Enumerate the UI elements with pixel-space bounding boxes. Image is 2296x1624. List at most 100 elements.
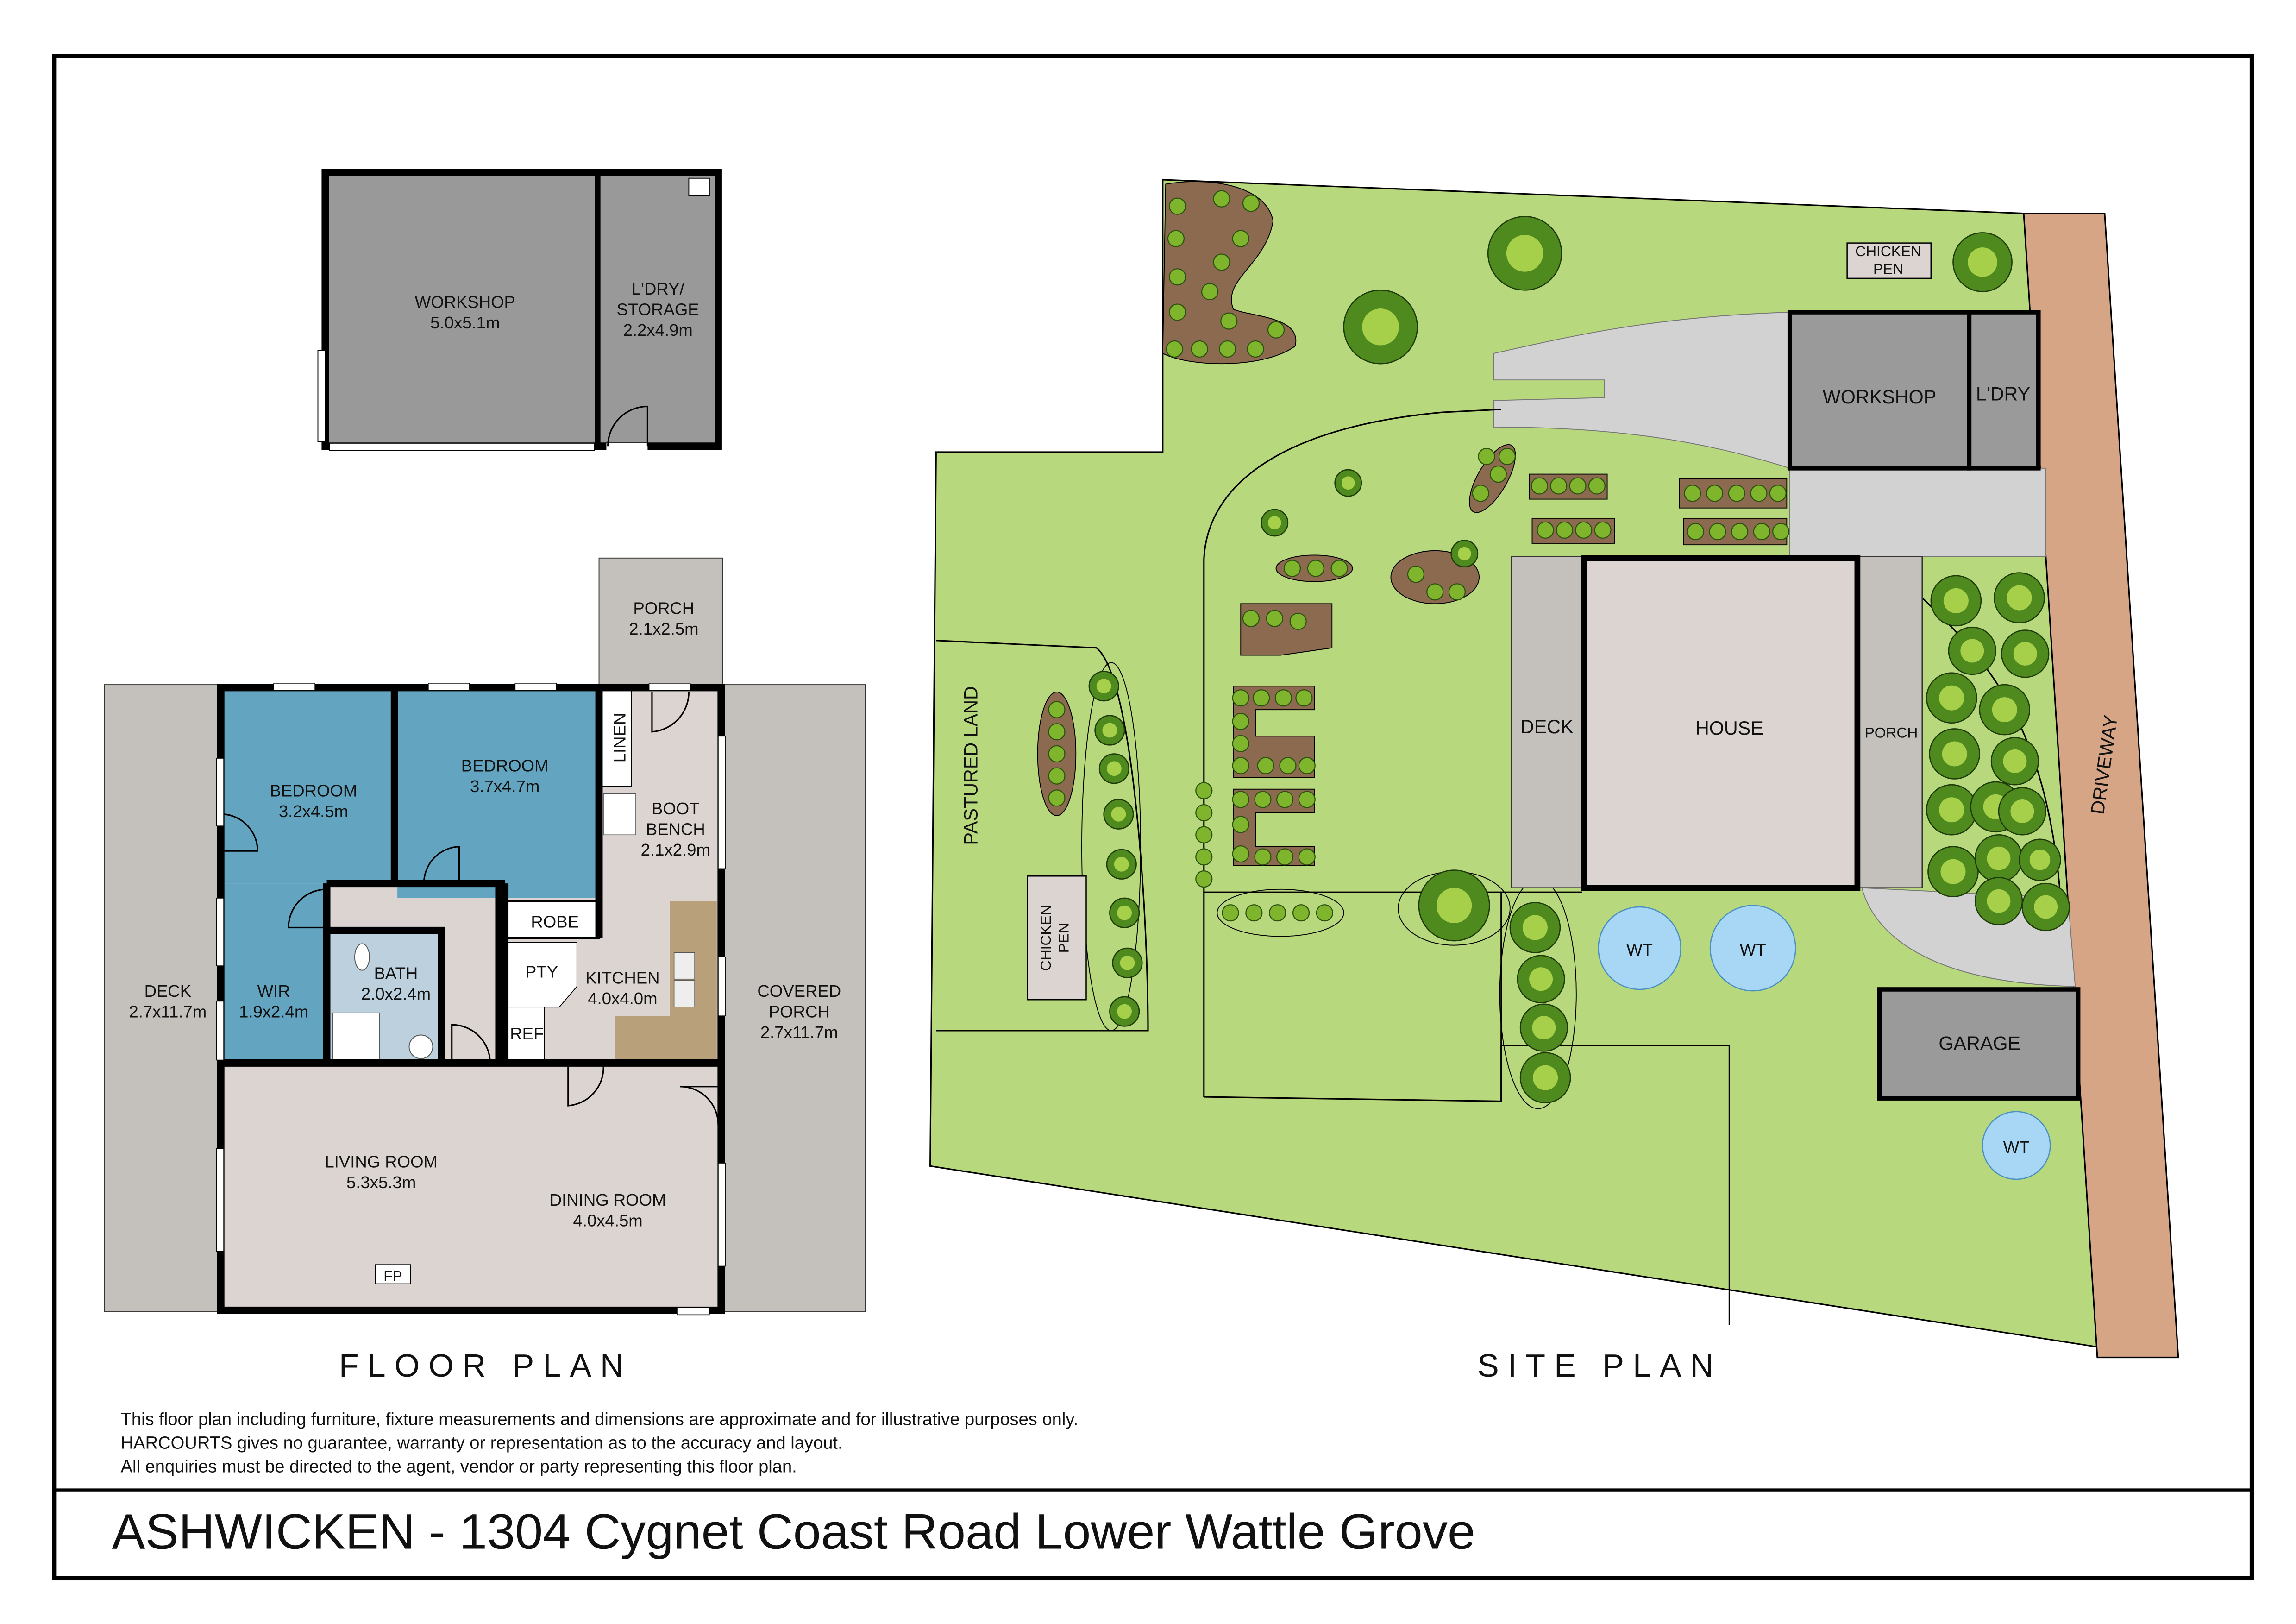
shrub-icon: [1232, 712, 1249, 730]
site-laundry-label: L'DRY: [1976, 384, 2030, 405]
bedroom-1-size: 3.2x4.5m: [279, 802, 348, 821]
tree-highlight: [2034, 895, 2058, 919]
shrub-icon: [1048, 723, 1066, 741]
chicken-pen-side-label-2: PEN: [1055, 923, 1072, 953]
storage-label: STORAGE: [617, 300, 699, 319]
shrub-icon: [1232, 791, 1249, 808]
bath-size: 2.0x2.4m: [361, 984, 431, 1003]
shrub-icon: [1731, 522, 1749, 541]
bedroom-1-label: BEDROOM: [270, 781, 358, 800]
site-garage-label: GARAGE: [1938, 1032, 2020, 1054]
laundry-room: [600, 172, 718, 447]
shrub-icon: [1569, 477, 1587, 495]
shrub-icon: [1195, 826, 1213, 843]
shrub-icon: [1594, 521, 1612, 539]
shrub-icon: [1166, 340, 1183, 358]
shrub-icon: [1167, 230, 1185, 247]
trees: [1048, 190, 2070, 1103]
shrub-icon: [1298, 757, 1316, 774]
shrub-icon: [1274, 689, 1292, 707]
tree-highlight: [1939, 797, 1964, 823]
covered-porch-size: 2.7x11.7m: [760, 1023, 838, 1042]
boot-bench-label-2: BENCH: [646, 819, 705, 838]
tree-highlight: [1532, 1016, 1556, 1040]
shrub-icon: [1048, 745, 1066, 763]
kitchen-bench: [615, 901, 717, 1063]
shrub-icon: [1316, 904, 1333, 922]
porch-label: PORCH: [633, 599, 694, 618]
shrub-icon: [1407, 566, 1425, 583]
shrub-icon: [1266, 610, 1283, 627]
shrub-icon: [1191, 340, 1208, 358]
disclaimer-line: All enquiries must be directed to the ag…: [121, 1456, 797, 1476]
shrub-icon: [1242, 195, 1260, 212]
tree-highlight: [1107, 761, 1122, 776]
site-plan-heading: SITE PLAN: [1477, 1347, 1722, 1384]
shrub-icon: [1048, 767, 1066, 785]
covered-porch-label: COVERED: [757, 982, 841, 1001]
shrub-icon: [1232, 735, 1249, 752]
floor-plan: PORCH 2.1x2.5m BEDROOM 3.2x4.5m BEDROOM …: [104, 557, 866, 1316]
shrub-icon: [1531, 477, 1548, 495]
sink-icon: [673, 952, 695, 980]
shrub-icon: [1232, 689, 1249, 707]
deck-label: DECK: [144, 982, 192, 1001]
wir: [220, 883, 327, 1063]
site-workshop: [1787, 310, 1972, 471]
basin-icon: [408, 1034, 433, 1059]
shrub-icon: [1168, 268, 1186, 286]
chicken-pen-side-label: CHICKEN: [1037, 905, 1054, 971]
laundry-tub-icon: [603, 793, 636, 836]
tree-highlight: [1117, 905, 1132, 920]
shrub-icon: [1489, 466, 1507, 483]
shrub-icon: [1253, 689, 1270, 707]
site-porch-label: PORCH: [1865, 724, 1918, 741]
boot-bench-size: 2.1x2.9m: [641, 840, 710, 859]
dining-room-label: DINING ROOM: [550, 1190, 666, 1209]
site-plan: CHICKEN PEN CHICKEN PEN WORKSHOP L'DRY D…: [929, 179, 2179, 1359]
shrub-icon: [1575, 521, 1593, 539]
site-garage: [1877, 987, 2081, 1101]
shrub-icon: [1769, 485, 1787, 502]
floor-plan-heading: FLOOR PLAN: [339, 1347, 633, 1384]
kitchen-size: 4.0x4.0m: [588, 989, 657, 1008]
chicken-pen-top: [1846, 242, 1932, 279]
covered-porch-label-2: PORCH: [769, 1002, 830, 1021]
shrub-icon: [1556, 521, 1574, 539]
shrub-icon: [1269, 904, 1286, 922]
water-tank-1: [1598, 906, 1681, 990]
tree-highlight: [1362, 308, 1399, 346]
tree-highlight: [1120, 955, 1135, 970]
tree-highlight: [1102, 723, 1117, 738]
shrub-icon: [1426, 583, 1444, 601]
shrub-icon: [1232, 845, 1249, 863]
tree-highlight: [1942, 741, 1967, 767]
tree-highlight: [2003, 749, 2027, 773]
boot-bench-label: BOOT: [652, 799, 700, 818]
shrub-icon: [1448, 583, 1466, 601]
shrub-icon: [1283, 560, 1301, 577]
tree-highlight: [1506, 235, 1543, 272]
tree-highlight: [1436, 888, 1472, 923]
tree-highlight: [1940, 859, 1966, 884]
shrub-icon: [1232, 816, 1249, 833]
bedroom-2-label: BEDROOM: [461, 756, 549, 775]
shrub-icon: [1232, 230, 1249, 247]
tree-highlight: [1458, 547, 1471, 560]
bath-label: BATH: [374, 964, 418, 983]
deck-size: 2.7x11.7m: [129, 1002, 207, 1021]
door-swings: [223, 692, 719, 1125]
shrub-icon: [1772, 522, 1790, 541]
workshop-size: 5.0x5.1m: [430, 313, 500, 332]
shrub-icon: [1753, 522, 1770, 541]
shrub-icon: [1709, 522, 1726, 541]
tree-highlight: [2013, 642, 2037, 666]
shrub-icon: [1478, 447, 1495, 466]
wir-label: WIR: [257, 982, 290, 1001]
site-laundry: [1967, 310, 2041, 471]
tree-highlight: [1117, 1004, 1132, 1019]
disclaimer-line: This floor plan including furniture, fix…: [121, 1410, 1079, 1429]
shrub-icon: [1247, 340, 1264, 358]
tree-highlight: [1943, 588, 1969, 613]
